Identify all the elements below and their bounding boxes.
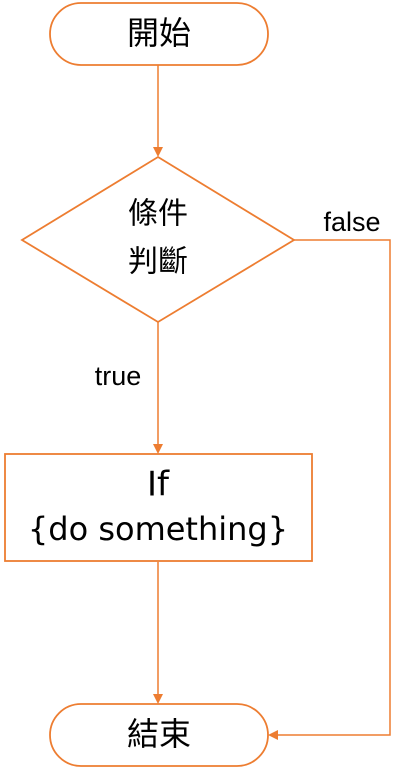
process-box: If {do something} <box>4 453 313 562</box>
false-branch-arrow <box>268 239 391 740</box>
decision-label-line1: 條件 <box>128 197 188 232</box>
end-label: 結束 <box>127 715 191 753</box>
decision-label-line2: 判斷 <box>128 245 188 280</box>
decision-diamond: 條件 判斷 <box>20 155 296 324</box>
process-label-line1: If <box>147 465 170 505</box>
process-label-line2: {do something} <box>28 510 288 548</box>
start-label: 開始 <box>127 14 191 52</box>
start-terminator: 開始 <box>49 2 269 66</box>
false-edge-label: false <box>323 207 380 237</box>
end-terminator: 結束 <box>49 703 269 767</box>
true-edge-label: true <box>95 361 142 391</box>
